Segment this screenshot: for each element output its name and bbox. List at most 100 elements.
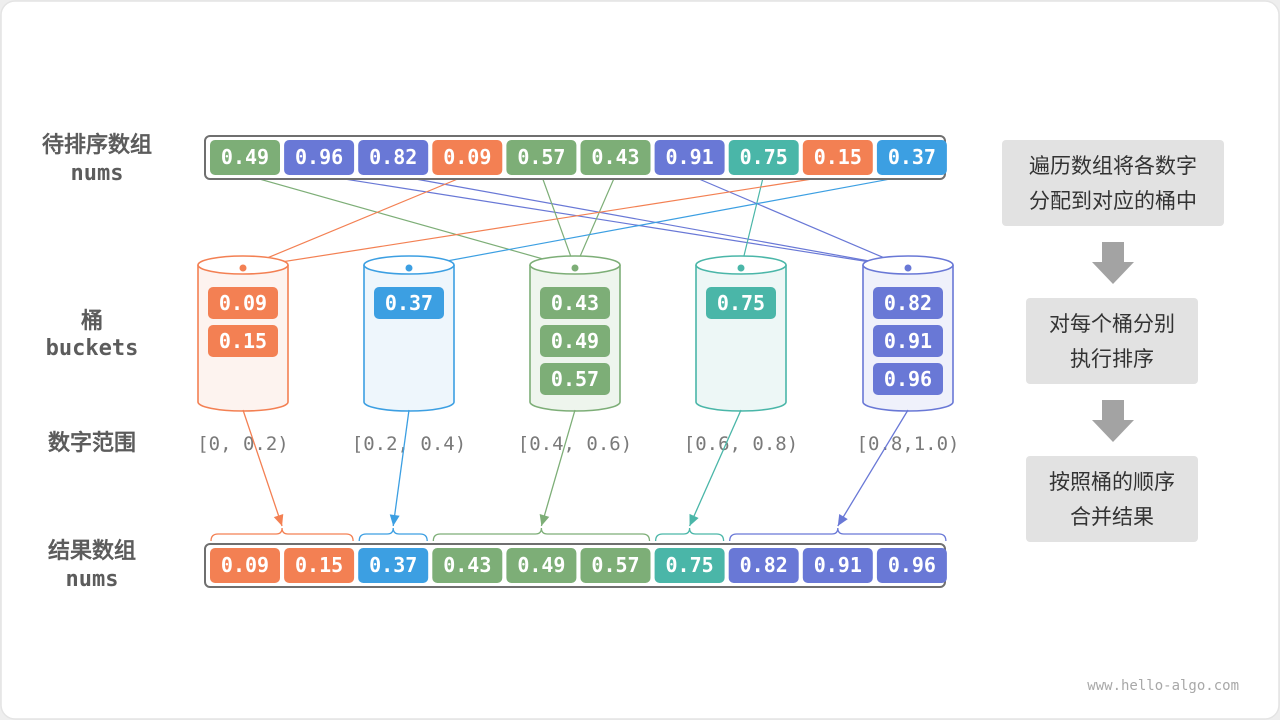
input-to-bucket-line <box>689 174 909 269</box>
input-to-bucket-line <box>393 174 909 269</box>
steps-panel: 遍历数组将各数字 分配到对应的桶中 对每个桶分别 执行排序 按照桶的顺序 合并结… <box>1002 140 1224 542</box>
result-cell-value: 0.49 <box>517 553 565 577</box>
result-group-brace <box>210 527 354 542</box>
bucket-item <box>873 363 943 395</box>
arrowhead-icon <box>273 513 284 526</box>
bucket-item-value: 0.96 <box>884 367 932 391</box>
result-cell <box>876 548 947 583</box>
input-cell <box>506 140 577 175</box>
arrowhead-icon <box>539 514 550 526</box>
input-to-bucket-line <box>319 174 909 269</box>
result-cell-value: 0.15 <box>295 553 343 577</box>
result-cell-value: 0.96 <box>888 553 936 577</box>
result-label-name: nums <box>66 567 119 592</box>
bucket-item <box>540 287 610 319</box>
result-cell <box>580 548 651 583</box>
input-cell <box>876 140 947 175</box>
result-cell-value: 0.75 <box>666 553 714 577</box>
bucket-item <box>873 287 943 319</box>
result-group-brace <box>729 527 947 542</box>
arrowhead-icon <box>837 514 848 526</box>
result-group-brace <box>654 527 725 542</box>
input-label-title: 待排序数组 <box>42 132 152 158</box>
bucket-item <box>540 363 610 395</box>
input-array: 0.49 0.96 0.82 0.09 0.57 0.43 0.91 0.75 0.15 0.37 <box>210 140 947 175</box>
bucket-4: 0.820.910.96[0.8,1.0) <box>857 255 959 455</box>
bucket-item <box>208 325 278 357</box>
bucket-range-label: [0.2, 0.4) <box>352 433 466 455</box>
input-to-bucket-line <box>574 174 617 269</box>
result-cell <box>802 548 873 583</box>
input-to-bucket-line <box>740 174 765 269</box>
input-to-bucket-line <box>242 174 468 269</box>
input-cell-value: 0.15 <box>814 145 862 169</box>
bucket-to-result-arrow <box>242 409 283 527</box>
input-cell <box>284 140 355 175</box>
step-3-line-1: 按照桶的顺序 <box>1049 470 1175 494</box>
input-cell <box>210 140 280 175</box>
bucket-item-value: 0.82 <box>884 291 932 315</box>
bucket-item <box>208 287 278 319</box>
watermark: www.hello-algo.com <box>1087 678 1239 694</box>
bucket-item <box>374 287 444 319</box>
step-1-box <box>1002 140 1224 226</box>
input-cell <box>580 140 651 175</box>
bucket-0: 0.09 0.15 [0, 0.2) <box>197 255 289 455</box>
result-cell <box>728 548 799 583</box>
input-cell-value: 0.57 <box>517 145 565 169</box>
bucket-item <box>706 287 776 319</box>
bucket-1: 0.37[0.2, 0.4) <box>352 255 466 455</box>
input-cell-value: 0.82 <box>369 145 417 169</box>
input-cell-value: 0.91 <box>666 145 714 169</box>
bucket-item-value: 0.91 <box>884 329 932 353</box>
bucket-item-value: 0.09 <box>219 291 267 315</box>
bucket-body <box>363 265 455 412</box>
connector-lines <box>242 174 913 269</box>
bucket-item-value: 0.15 <box>219 329 267 353</box>
input-cell <box>358 140 429 175</box>
input-to-bucket-line <box>540 174 576 269</box>
input-cell-value: 0.09 <box>443 145 491 169</box>
input-cell-value: 0.49 <box>221 145 269 169</box>
result-cell <box>654 548 725 583</box>
result-cell <box>210 548 280 583</box>
bucket-entry-dot <box>405 264 413 272</box>
bucket-range-label: [0, 0.2) <box>197 433 289 455</box>
input-to-bucket-line <box>242 174 838 269</box>
step-2-box <box>1026 298 1198 384</box>
bucket-to-result-arrow <box>540 409 576 527</box>
bucket-entry-dot <box>737 264 745 272</box>
bucket-2: 0.430.490.57[0.4, 0.6) <box>518 255 632 455</box>
step-3-box <box>1026 456 1198 542</box>
input-to-bucket-line <box>244 174 576 269</box>
bucket-to-result-arrow <box>689 409 742 527</box>
buckets-label-title: 桶 <box>81 309 103 334</box>
result-cell <box>284 548 355 583</box>
input-cell-value: 0.43 <box>591 145 639 169</box>
result-cell-value: 0.91 <box>814 553 862 577</box>
step-1-line-1: 遍历数组将各数字 <box>1029 154 1197 178</box>
result-cell <box>506 548 577 583</box>
bucket-item <box>873 325 943 357</box>
bucket-body <box>695 265 787 412</box>
input-cell-value: 0.37 <box>888 145 936 169</box>
result-group-brace <box>432 527 651 542</box>
down-arrow-icon-2 <box>1092 400 1134 442</box>
input-label-name: nums <box>71 161 124 186</box>
bucket-entry-dot <box>239 264 247 272</box>
buckets-label-name: buckets <box>46 336 139 361</box>
result-cell <box>358 548 429 583</box>
input-cell <box>728 140 799 175</box>
input-cell-value: 0.96 <box>295 145 343 169</box>
arrowhead-icon <box>689 513 699 526</box>
buckets-row: 0.09 0.15 [0, 0.2) 0.37[0.2, 0.4) 0.430.490.… <box>197 255 959 455</box>
bucket-item-value: 0.49 <box>551 329 599 353</box>
input-cell-value: 0.75 <box>740 145 788 169</box>
result-cell-value: 0.09 <box>221 553 269 577</box>
input-cell <box>654 140 725 175</box>
result-group-brace <box>358 527 428 542</box>
result-label-title: 结果数组 <box>48 538 136 564</box>
row-labels: 待排序数组 nums 桶 buckets 数字范围 结果数组 nums <box>42 132 152 592</box>
